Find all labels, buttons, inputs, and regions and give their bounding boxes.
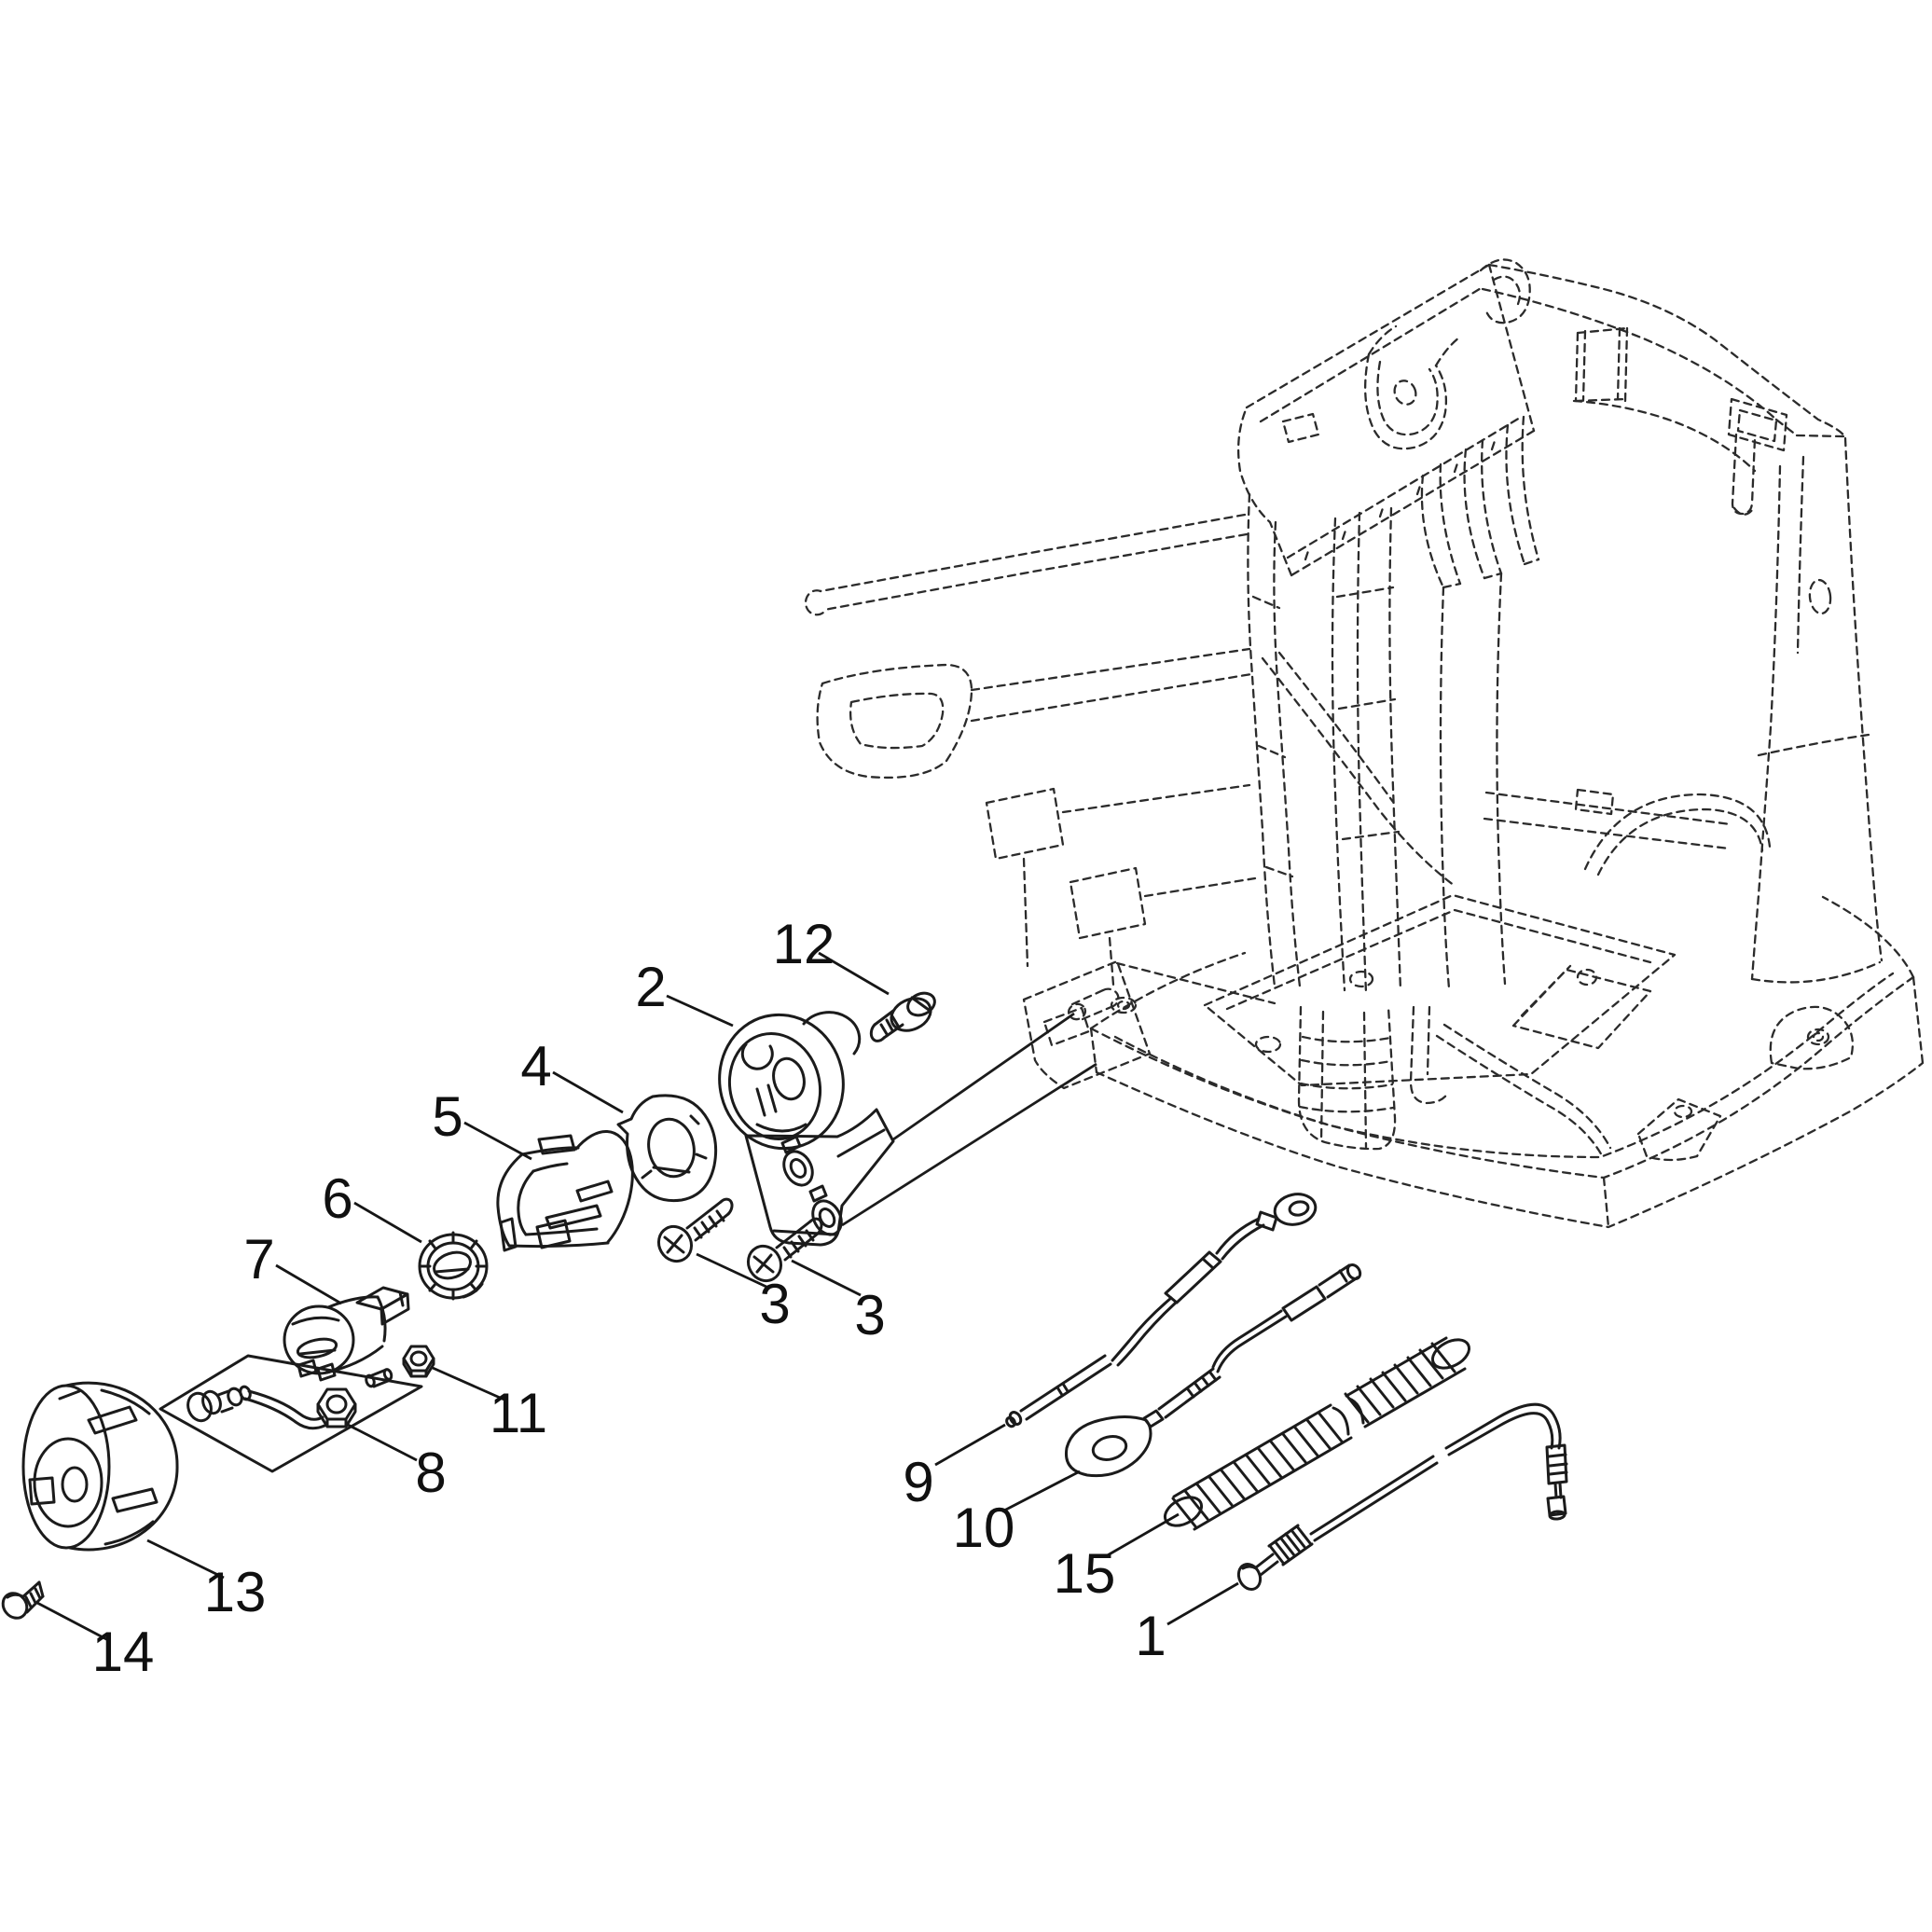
part-3-screw-b — [746, 1217, 823, 1283]
callout-leader-10 — [1001, 1470, 1081, 1513]
motor-mount-frame — [804, 258, 1925, 1229]
assembly-axis-lower — [841, 1062, 1097, 1227]
callout-leader-3 — [696, 1252, 767, 1289]
part-2-cable-bracket — [718, 1011, 895, 1247]
part-3-screw-a — [656, 1197, 734, 1263]
callout-leader-15 — [1105, 1512, 1180, 1558]
callout-leader-5 — [463, 1121, 532, 1161]
part-8-fitting-kit — [159, 1354, 423, 1473]
part-4-lock-washer — [616, 1094, 718, 1203]
callout-leader-8 — [347, 1423, 418, 1462]
mount-arm-bore — [1067, 1002, 1087, 1021]
callout-number-11: 11 — [490, 1382, 547, 1444]
mount-arm — [1022, 959, 1152, 1090]
callout-leader-1 — [1166, 1581, 1239, 1626]
callout-number-3: 3 — [854, 1284, 885, 1346]
plate-hole — [1393, 380, 1417, 406]
callout-leader-6 — [353, 1201, 422, 1244]
callout-leader-7 — [275, 1263, 342, 1305]
callout-number-12: 12 — [773, 913, 835, 975]
part-5-spool-housing — [496, 1130, 634, 1252]
part-11-hex-nut — [402, 1345, 435, 1378]
callout-leader-9 — [934, 1423, 1006, 1467]
callout-number-8: 8 — [415, 1442, 446, 1504]
callout-number-4: 4 — [520, 1035, 551, 1097]
callout-number-5: 5 — [432, 1085, 462, 1148]
callout-number-15: 15 — [1054, 1542, 1116, 1605]
callout-number-3: 3 — [759, 1273, 790, 1335]
part-15-lanyard-spring — [1163, 1336, 1471, 1531]
callout-number-7: 7 — [243, 1228, 274, 1290]
part-1-throttle-cable — [1236, 1402, 1568, 1592]
callout-leader-3 — [791, 1259, 862, 1297]
callout-number-2: 2 — [635, 956, 666, 1018]
part-13-knob-cap — [21, 1381, 179, 1552]
part-6-knurled-nut — [418, 1231, 489, 1301]
part-12-bolt — [869, 991, 936, 1042]
callout-number-13: 13 — [204, 1561, 267, 1623]
callout-number-1: 1 — [1135, 1605, 1166, 1667]
callout-number-14: 14 — [92, 1621, 155, 1683]
part-10-ground-lead — [1064, 1263, 1362, 1478]
part-14-screw — [1, 1580, 45, 1620]
part-9-stop-cable — [1005, 1193, 1318, 1428]
callout-leader-14 — [36, 1601, 111, 1643]
callout-leader-11 — [432, 1366, 507, 1402]
callout-leader-4 — [552, 1070, 624, 1114]
assembly-axis-upper — [892, 1012, 1075, 1141]
callout-leader-2 — [666, 994, 734, 1028]
callout-number-9: 9 — [903, 1451, 933, 1513]
callout-number-10: 10 — [953, 1497, 1015, 1559]
callout-leader-13 — [146, 1539, 225, 1580]
callout-number-6: 6 — [322, 1167, 352, 1230]
callout-leader-12 — [818, 951, 890, 996]
